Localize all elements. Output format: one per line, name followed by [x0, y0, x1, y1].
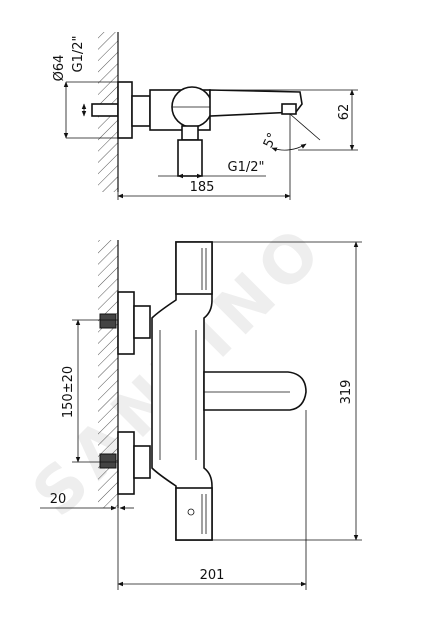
- dim-spacing: 150±20: [61, 366, 76, 418]
- dim-angle: 5°: [261, 131, 281, 151]
- lower-flange: [117, 431, 135, 495]
- bottom-outlet-top: [181, 125, 199, 141]
- dim-height-top: 62: [337, 104, 352, 121]
- wall-connector-top: [91, 103, 119, 117]
- bottom-handle: [175, 487, 213, 541]
- dim-thread-bottom: G1/2": [228, 160, 265, 175]
- dim-length-top: 185: [190, 180, 215, 195]
- top-view: Ø64 G1/2" 62 5° G1/2" 185: [52, 32, 358, 200]
- spout-front: [203, 371, 307, 411]
- spout-tip-top: [281, 103, 297, 115]
- wall-hatch-front: [98, 240, 118, 508]
- top-handle: [175, 241, 213, 295]
- spout-top: [209, 89, 303, 117]
- dim-height-front: 319: [339, 380, 354, 405]
- dim-depth: 20: [50, 492, 67, 507]
- lower-eccentric: [133, 445, 151, 479]
- upper-wall-nipple: [99, 313, 117, 329]
- upper-eccentric: [133, 305, 151, 339]
- dim-thread-wall: G1/2": [71, 36, 86, 73]
- lower-wall-nipple: [99, 453, 117, 469]
- front-view: 150±20 319 20 201: [40, 240, 362, 590]
- dim-diameter: Ø64: [52, 55, 67, 82]
- dim-width-front: 201: [200, 568, 225, 583]
- upper-flange: [117, 291, 135, 355]
- wall-flange-top: [117, 81, 133, 139]
- eccentric-nut-top: [131, 95, 151, 127]
- bottom-pipe-top: [177, 139, 203, 177]
